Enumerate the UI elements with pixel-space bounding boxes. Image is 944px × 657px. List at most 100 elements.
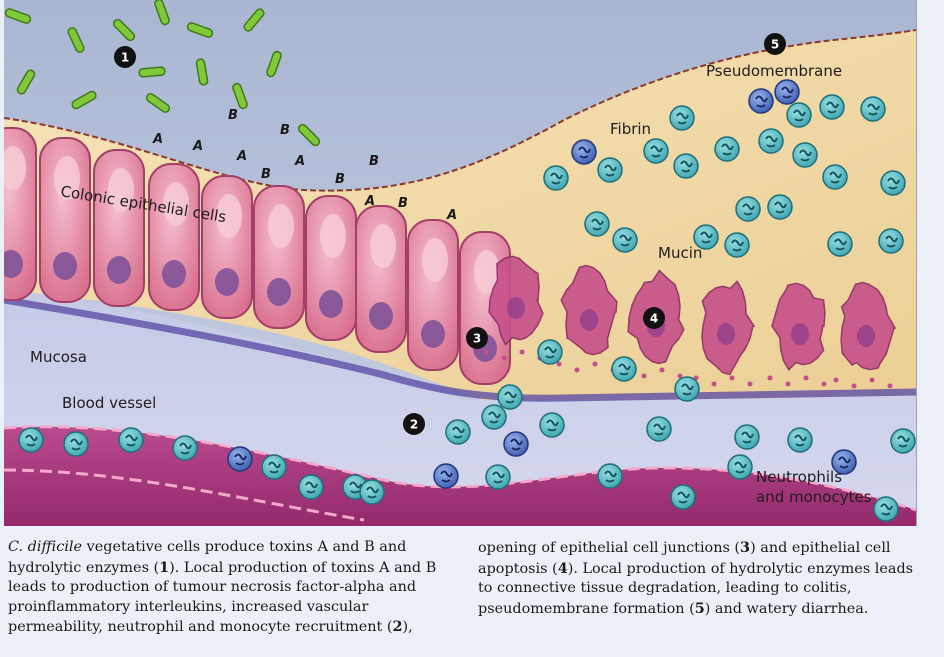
toxin-letter: B <box>228 108 238 123</box>
leukocyte-nucleus <box>440 470 453 483</box>
leukocyte-nucleus <box>880 503 893 516</box>
leukocyte-nucleus <box>755 95 768 108</box>
epithelial-cell-nucleus <box>4 250 23 278</box>
apoptotic-fragment <box>592 361 598 367</box>
leukocyte-nucleus <box>793 109 806 122</box>
neutrophil <box>611 356 637 382</box>
epithelial-cell-vacuole <box>268 204 294 248</box>
neutrophil <box>359 479 385 505</box>
epithelial-cell <box>4 127 37 301</box>
leukocyte-body <box>445 419 471 445</box>
epithelial-cell-vacuole <box>54 156 80 200</box>
marker-4: 4 <box>643 307 665 329</box>
leukocyte-nucleus <box>887 177 900 190</box>
caption-right-column: opening of epithelial cell junctions (3)… <box>478 538 918 619</box>
neutrophil <box>822 164 848 190</box>
monocyte <box>831 449 857 475</box>
epithelial-cell-vacuole <box>422 238 448 282</box>
leukocyte-body <box>643 138 669 164</box>
marker-5: 5 <box>764 33 786 55</box>
leukocyte-body <box>714 136 740 162</box>
leukocyte-nucleus <box>268 461 281 474</box>
epithelial-cell-vacuole <box>320 214 346 258</box>
leukocyte-nucleus <box>618 363 631 376</box>
leukocyte-body <box>758 128 784 154</box>
leukocyte-nucleus <box>452 426 465 439</box>
left-run: 1 <box>159 558 170 576</box>
label-and-monocytes: and monocytes <box>756 488 872 506</box>
epithelial-cell <box>253 185 305 329</box>
bacterium <box>266 50 282 78</box>
neutrophil <box>878 228 904 254</box>
epithelial-cell <box>39 137 91 303</box>
left-run: ), <box>402 619 413 636</box>
leukocyte-body <box>774 79 800 105</box>
apoptotic-cell-nucleus <box>791 323 809 345</box>
leukocyte-nucleus <box>550 172 563 185</box>
apoptotic-fragment <box>767 375 773 381</box>
leukocyte-nucleus <box>731 239 744 252</box>
epithelial-cell <box>407 219 459 371</box>
neutrophil <box>827 231 853 257</box>
leukocyte-nucleus <box>125 434 138 447</box>
epithelial-cell-vacuole <box>108 168 134 212</box>
leukocyte-nucleus <box>305 481 318 494</box>
toxin-letter: A <box>446 208 457 223</box>
leukocyte-nucleus <box>492 471 505 484</box>
leukocyte-nucleus <box>70 438 83 451</box>
apoptotic-fragment <box>869 377 875 383</box>
epithelial-cell <box>355 205 407 353</box>
neutrophil <box>724 232 750 258</box>
apoptotic-cell-nucleus <box>857 325 875 347</box>
neutrophil <box>890 428 916 454</box>
leukocyte-nucleus <box>742 203 755 216</box>
epithelial-cell <box>305 195 357 341</box>
neutrophil <box>543 165 569 191</box>
leukocyte-nucleus <box>25 434 38 447</box>
leukocyte-nucleus <box>366 486 379 499</box>
apoptotic-cell-nucleus <box>507 297 525 319</box>
neutrophil <box>643 138 669 164</box>
toxin-letter: A <box>152 132 163 147</box>
leukocyte-body <box>503 431 529 457</box>
leukocyte-body <box>537 339 563 365</box>
bacterium <box>67 27 85 53</box>
monocyte <box>748 88 774 114</box>
leukocyte-body <box>748 88 774 114</box>
neutrophil <box>481 404 507 430</box>
leukocyte-body <box>693 224 719 250</box>
epithelial-cell-nucleus <box>53 252 77 280</box>
right-run: opening of epithelial cell junctions ( <box>478 540 741 556</box>
leukocyte-nucleus <box>510 438 523 451</box>
leukocyte-nucleus <box>885 235 898 248</box>
bacteria-group <box>4 0 321 147</box>
epithelial-cell-nucleus <box>107 256 131 284</box>
leukocyte-body <box>543 165 569 191</box>
epithelial-cell-nucleus <box>421 320 445 348</box>
apoptotic-fragment <box>641 373 647 379</box>
neutrophil <box>860 96 886 122</box>
neutrophil <box>539 412 565 438</box>
leukocyte-body <box>433 463 459 489</box>
leukocyte-nucleus <box>619 234 632 247</box>
leukocyte-body <box>63 431 89 457</box>
leukocyte-nucleus <box>838 456 851 469</box>
leukocyte-body <box>172 435 198 461</box>
apoptotic-fragment <box>887 383 893 389</box>
figure-caption: C. difficile vegetative cells produce to… <box>0 538 944 656</box>
leukocyte-nucleus <box>826 101 839 114</box>
bacterium <box>16 69 36 95</box>
leukocyte-body <box>819 94 845 120</box>
neutrophil <box>298 474 324 500</box>
epithelial-cell-nucleus <box>267 278 291 306</box>
epithelial-cell-nucleus <box>369 302 393 330</box>
leukocyte-body <box>873 496 899 522</box>
apoptotic-fragment <box>729 375 735 381</box>
apoptotic-fragment <box>833 377 839 383</box>
epithelial-cell-vacuole <box>163 182 189 226</box>
epithelial-cell-vacuole <box>216 194 242 238</box>
neutrophil <box>714 136 740 162</box>
leukocyte-body <box>831 449 857 475</box>
neutrophil <box>63 431 89 457</box>
toxin-letter: A <box>364 194 375 209</box>
